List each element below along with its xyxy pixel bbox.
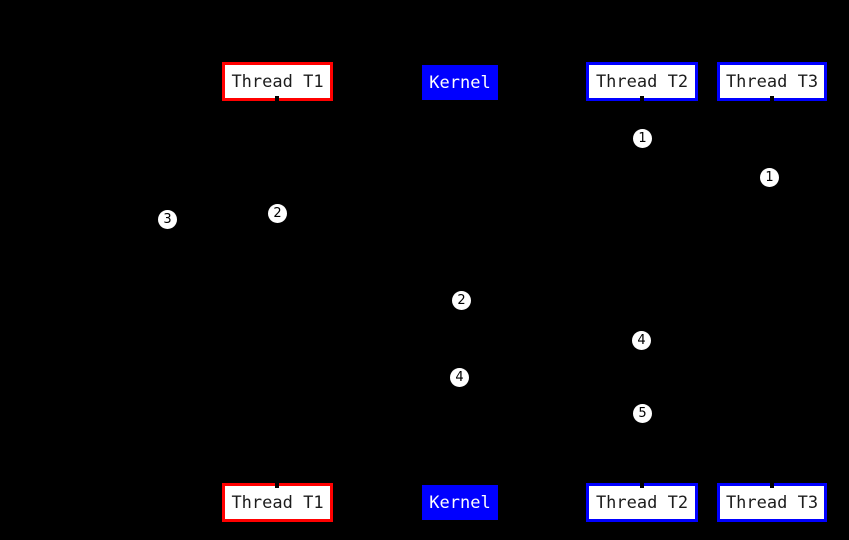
thread-t3-box-bottom: Thread T3 bbox=[717, 483, 827, 522]
step-marker-5-thread-t2: 5 bbox=[633, 404, 652, 423]
lifeline-tick bbox=[275, 96, 279, 102]
thread-t3-box-top: Thread T3 bbox=[717, 62, 827, 101]
step-marker-2-thread-t1: 2 bbox=[268, 204, 287, 223]
step-marker-1-thread-t3: 1 bbox=[760, 168, 779, 187]
thread-t1-box-bottom: Thread T1 bbox=[222, 483, 333, 522]
kernel-box-top: Kernel bbox=[422, 65, 498, 100]
step-marker-4-thread-t2: 4 bbox=[632, 331, 651, 350]
lifeline-tick bbox=[770, 96, 774, 102]
lifeline-tick bbox=[640, 482, 644, 488]
kernel-box-bottom: Kernel bbox=[422, 485, 498, 520]
step-marker-3-left: 3 bbox=[158, 210, 177, 229]
thread-t1-box-top: Thread T1 bbox=[222, 62, 333, 101]
step-marker-1-thread-t2: 1 bbox=[633, 129, 652, 148]
thread-t2-box-bottom: Thread T2 bbox=[586, 483, 698, 522]
step-marker-4-kernel: 4 bbox=[450, 368, 469, 387]
lifeline-tick bbox=[640, 96, 644, 102]
lifeline-tick bbox=[275, 482, 279, 488]
lifeline-tick bbox=[770, 482, 774, 488]
step-marker-2-kernel: 2 bbox=[452, 291, 471, 310]
